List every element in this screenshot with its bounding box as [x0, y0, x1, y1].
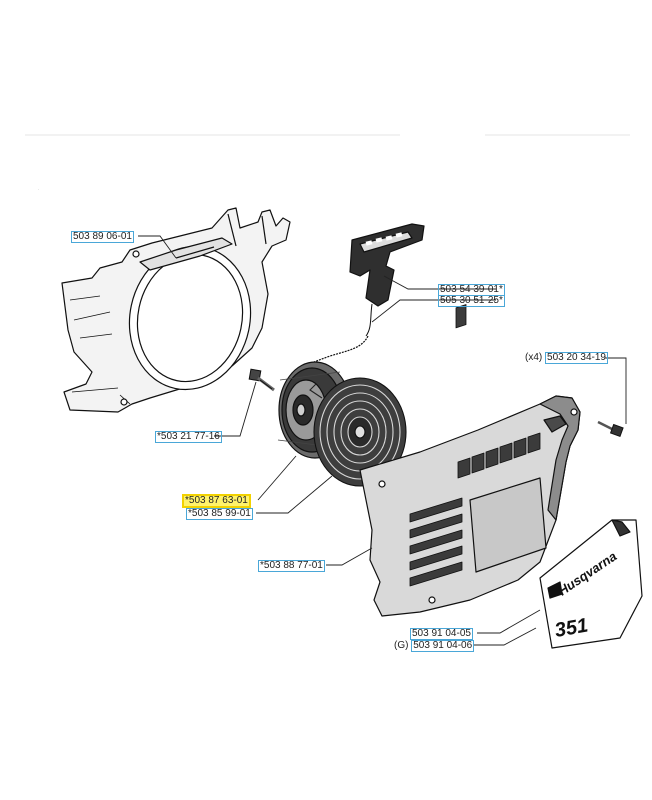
label-pulley-part[interactable]: *503 87 63-01 — [182, 494, 251, 508]
part-number-spring[interactable]: *503 85 99-01 — [186, 508, 253, 520]
part-number-pulley-highlighted[interactable]: *503 87 63-01 — [182, 494, 251, 508]
recoil-spring — [309, 377, 407, 487]
label-rope-part[interactable]: 505 30 51-25* — [438, 295, 505, 307]
label-spring-part[interactable]: *503 85 99-01 — [186, 508, 253, 520]
part-number-rope[interactable]: 505 30 51-25* — [438, 295, 505, 307]
label-screw-part[interactable]: (x4) 503 20 34-19 — [525, 352, 608, 364]
leader-lines — [138, 235, 627, 646]
label-bolt-part[interactable]: *503 21 77-16 — [155, 431, 222, 443]
svg-text:.: . — [38, 186, 39, 192]
part-number-housing[interactable]: *503 88 77-01 — [258, 560, 325, 572]
label-decal-g-part[interactable]: (G) 503 91 04-06 — [394, 640, 475, 652]
screw — [597, 420, 624, 438]
label-housing-part[interactable]: *503 88 77-01 — [258, 560, 325, 572]
starter-handle — [349, 223, 425, 337]
cover-plate — [61, 207, 291, 413]
screw-quantity: (x4) — [525, 352, 543, 363]
label-decal-part[interactable]: 503 91 04-05 — [410, 628, 473, 640]
decal-sheet — [539, 519, 643, 649]
part-number-screw[interactable]: 503 20 34-19 — [545, 352, 608, 364]
part-number-decal[interactable]: 503 91 04-05 — [410, 628, 473, 640]
decal-g-prefix: (G) — [394, 640, 409, 651]
starter-housing — [359, 304, 581, 617]
part-number-cover[interactable]: 503 89 06-01 — [71, 231, 134, 243]
bolt — [248, 368, 275, 392]
part-number-bolt[interactable]: *503 21 77-16 — [155, 431, 222, 443]
label-cover-part[interactable]: 503 89 06-01 — [71, 231, 134, 243]
part-number-decal-g[interactable]: 503 91 04-06 — [411, 640, 475, 652]
